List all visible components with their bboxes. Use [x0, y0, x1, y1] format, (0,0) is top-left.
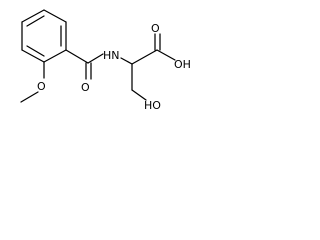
- nh-label: HN: [103, 49, 120, 62]
- methoxy-methyl-bond: [20, 91, 39, 103]
- alpha-to-carboxyl-bond: [131, 49, 158, 65]
- acid-oh-label: OH: [174, 58, 191, 71]
- acid-o-label: O: [151, 22, 160, 35]
- ring-bond-5: [21, 49, 45, 63]
- ring-to-carbonyl-bond: [65, 49, 89, 64]
- ring-bond-1: [21, 9, 45, 23]
- benzene-ring: [21, 9, 67, 63]
- methoxy-o-label: O: [37, 80, 46, 93]
- carbonyl-o-label: O: [81, 81, 90, 94]
- carboxyl-to-oh-bond: [156, 49, 176, 61]
- alcohol-oh-label: HO: [144, 99, 161, 112]
- ch2-to-oh-bond: [131, 89, 147, 101]
- ring-bond-2: [43, 9, 67, 23]
- nh-to-alpha-bond: [120, 57, 133, 65]
- ring-double-inner-1: [26, 15, 45, 27]
- molecule-structure: HN O O O OH HO: [20, 9, 191, 112]
- ring-double-inner-3: [26, 45, 45, 57]
- carbonyl-to-nh-bond: [87, 53, 104, 64]
- ring-bond-4: [43, 49, 67, 63]
